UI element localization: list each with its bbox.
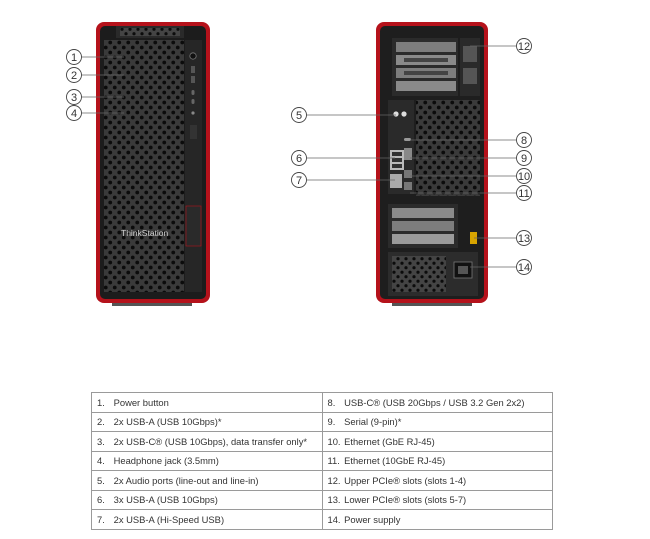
legend-item-4: 4. Headphone jack (3.5mm) bbox=[91, 450, 323, 471]
svg-text:5: 5 bbox=[296, 110, 302, 122]
table-row: 6. 3x USB-A (USB 10Gbps) 13. Lower PCIe®… bbox=[91, 489, 553, 510]
audio-port bbox=[393, 111, 399, 117]
callout-9: 9 bbox=[516, 150, 532, 166]
callout-4: 4 bbox=[66, 105, 82, 121]
serial-port bbox=[404, 148, 412, 160]
rear-foot bbox=[392, 303, 472, 306]
callout-1: 1 bbox=[66, 49, 82, 65]
power-button[interactable] bbox=[189, 52, 197, 60]
svg-text:11: 11 bbox=[518, 188, 529, 200]
svg-text:8: 8 bbox=[521, 135, 527, 147]
front-usb-c-port bbox=[191, 99, 195, 104]
callout-14: 14 bbox=[516, 259, 532, 275]
callout-13: 13 bbox=[516, 230, 532, 246]
svg-text:4: 4 bbox=[71, 108, 77, 120]
workstation-figure: ThinkStation bbox=[66, 22, 532, 306]
svg-text:3: 3 bbox=[71, 92, 77, 104]
legend-item-12: 12. Upper PCIe® slots (slots 1-4) bbox=[321, 470, 553, 491]
front-usb-a-port bbox=[191, 76, 195, 83]
ethernet-gbe-port bbox=[404, 170, 412, 178]
table-row: 7. 2x USB-A (Hi-Speed USB) 14. Power sup… bbox=[91, 509, 553, 530]
front-usb-c-port bbox=[191, 90, 195, 95]
front-foot bbox=[112, 303, 192, 306]
headphone-jack bbox=[191, 111, 195, 115]
front-logo: ThinkStation bbox=[121, 228, 169, 238]
callout-8: 8 bbox=[516, 132, 532, 148]
svg-text:6: 6 bbox=[296, 153, 302, 165]
legend-item-8: 8. USB-C® (USB 20Gbps / USB 3.2 Gen 2x2) bbox=[321, 392, 553, 413]
table-row: 1. Power button 8. USB-C® (USB 20Gbps / … bbox=[91, 392, 553, 413]
front-mesh-panel bbox=[104, 40, 184, 292]
rear-usb-hispeed-ports bbox=[390, 174, 402, 188]
legend-item-7: 7. 2x USB-A (Hi-Speed USB) bbox=[91, 509, 323, 530]
svg-text:13: 13 bbox=[518, 233, 530, 245]
legend-item-6: 6. 3x USB-A (USB 10Gbps) bbox=[91, 489, 323, 510]
callout-10: 10 bbox=[516, 168, 532, 184]
audio-port bbox=[401, 111, 407, 117]
legend-item-9: 9. Serial (9-pin)* bbox=[321, 411, 553, 432]
front-usb-a-port bbox=[191, 66, 195, 73]
legend-item-3: 3. 2x USB-C® (USB 10Gbps), data transfer… bbox=[91, 431, 323, 452]
svg-text:2: 2 bbox=[71, 70, 77, 82]
callout-7: 7 bbox=[291, 172, 307, 188]
callout-5: 5 bbox=[291, 107, 307, 123]
callout-3: 3 bbox=[66, 89, 82, 105]
legend-item-10: 10. Ethernet (GbE RJ-45) bbox=[321, 431, 553, 452]
ethernet-10gbe-port bbox=[404, 182, 412, 190]
callout-circles: 1 2 3 4 5 6 7 8 9 10 11 12 13 14 bbox=[66, 38, 532, 275]
callout-2: 2 bbox=[66, 67, 82, 83]
callout-6: 6 bbox=[291, 150, 307, 166]
ports-legend-table: 1. Power button 8. USB-C® (USB 20Gbps / … bbox=[91, 392, 553, 530]
callouts bbox=[80, 45, 516, 268]
svg-text:14: 14 bbox=[518, 262, 530, 274]
svg-text:12: 12 bbox=[518, 41, 530, 53]
legend-item-1: 1. Power button bbox=[91, 392, 323, 413]
svg-text:10: 10 bbox=[518, 171, 530, 183]
table-row: 5. 2x Audio ports (line-out and line-in)… bbox=[91, 470, 553, 491]
table-row: 4. Headphone jack (3.5mm) 11. Ethernet (… bbox=[91, 450, 553, 471]
legend-item-2: 2. 2x USB-A (USB 10Gbps)* bbox=[91, 411, 323, 432]
legend-item-14: 14. Power supply bbox=[321, 509, 553, 530]
svg-text:7: 7 bbox=[296, 175, 302, 187]
svg-text:1: 1 bbox=[71, 52, 77, 64]
table-row: 2. 2x USB-A (USB 10Gbps)* 9. Serial (9-p… bbox=[91, 411, 553, 432]
rear-fan-mesh bbox=[416, 100, 480, 196]
table-row: 3. 2x USB-C® (USB 10Gbps), data transfer… bbox=[91, 431, 553, 452]
rear-view bbox=[376, 22, 488, 306]
callout-11: 11 bbox=[516, 185, 532, 201]
svg-text:9: 9 bbox=[521, 153, 527, 165]
callout-12: 12 bbox=[516, 38, 532, 54]
legend-item-13: 13. Lower PCIe® slots (slots 5-7) bbox=[321, 489, 553, 510]
front-view: ThinkStation bbox=[96, 22, 210, 306]
legend-item-11: 11. Ethernet (10GbE RJ-45) bbox=[321, 450, 553, 471]
usb-c-port bbox=[404, 138, 411, 141]
legend-item-5: 5. 2x Audio ports (line-out and line-in) bbox=[91, 470, 323, 491]
